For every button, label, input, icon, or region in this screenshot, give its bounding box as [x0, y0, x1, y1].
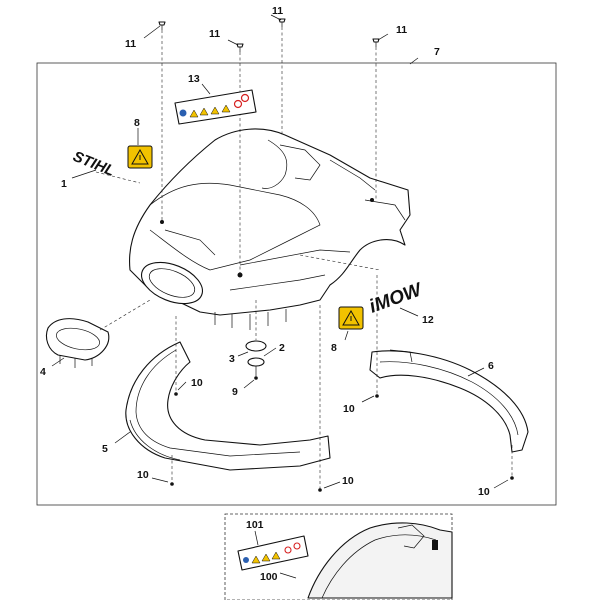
prohibition-icon	[284, 546, 292, 554]
warning-icon	[251, 555, 261, 564]
callout-2: 2	[279, 342, 285, 354]
callouts: 11 11 11 11 7 13 8 1 4 3 2 9 10 5 8 12 6…	[40, 5, 494, 583]
callout-4: 4	[40, 366, 46, 378]
prohibition-icon	[293, 542, 301, 550]
warning-icon	[271, 551, 281, 560]
warning-icon	[210, 106, 220, 115]
inset-detail	[224, 513, 453, 600]
callout-12: 12	[422, 314, 434, 326]
callout-7: 7	[434, 46, 440, 58]
screws	[158, 18, 514, 492]
right-bumper	[369, 349, 529, 453]
left-bumper	[125, 341, 331, 471]
warning-sticker-8-lower	[338, 306, 364, 330]
warning-icon	[261, 553, 271, 562]
assembly-lines	[95, 27, 513, 490]
callout-10: 10	[343, 403, 355, 415]
warning-sticker-101	[237, 535, 309, 571]
callout-8: 8	[331, 342, 337, 354]
imow-logo: iMOW	[367, 279, 427, 318]
callout-5: 5	[102, 443, 108, 455]
callout-6: 6	[488, 360, 494, 372]
prohibition-icon	[233, 99, 243, 109]
callout-11: 11	[209, 28, 220, 40]
callout-9: 9	[232, 386, 238, 398]
callout-10: 10	[137, 469, 149, 481]
warning-icon	[189, 109, 199, 118]
callout-1: 1	[61, 178, 67, 190]
warning-sticker-13	[174, 89, 257, 125]
callout-13: 13	[188, 73, 200, 85]
callout-8: 8	[134, 117, 140, 129]
prohibition-icon	[240, 93, 250, 103]
info-icon	[179, 109, 187, 117]
warning-icon	[199, 107, 209, 116]
callout-10: 10	[478, 486, 490, 498]
callout-100: 100	[260, 571, 278, 583]
callout-3: 3	[229, 353, 235, 365]
callout-101: 101	[246, 519, 264, 531]
callout-10: 10	[191, 377, 203, 389]
callout-10: 10	[342, 475, 354, 487]
warning-icon	[221, 104, 231, 113]
info-icon	[243, 557, 249, 563]
knob-and-washer	[245, 340, 267, 380]
headlight-lens	[45, 318, 110, 368]
callout-11: 11	[396, 24, 407, 36]
callout-11: 11	[125, 38, 136, 50]
callout-11: 11	[272, 5, 283, 17]
cover-housing	[129, 128, 411, 330]
warning-sticker-8-top	[127, 145, 153, 169]
assembly-frame	[36, 62, 557, 506]
leader-lines	[51, 14, 509, 579]
stihl-logo: STIHL	[71, 148, 118, 180]
